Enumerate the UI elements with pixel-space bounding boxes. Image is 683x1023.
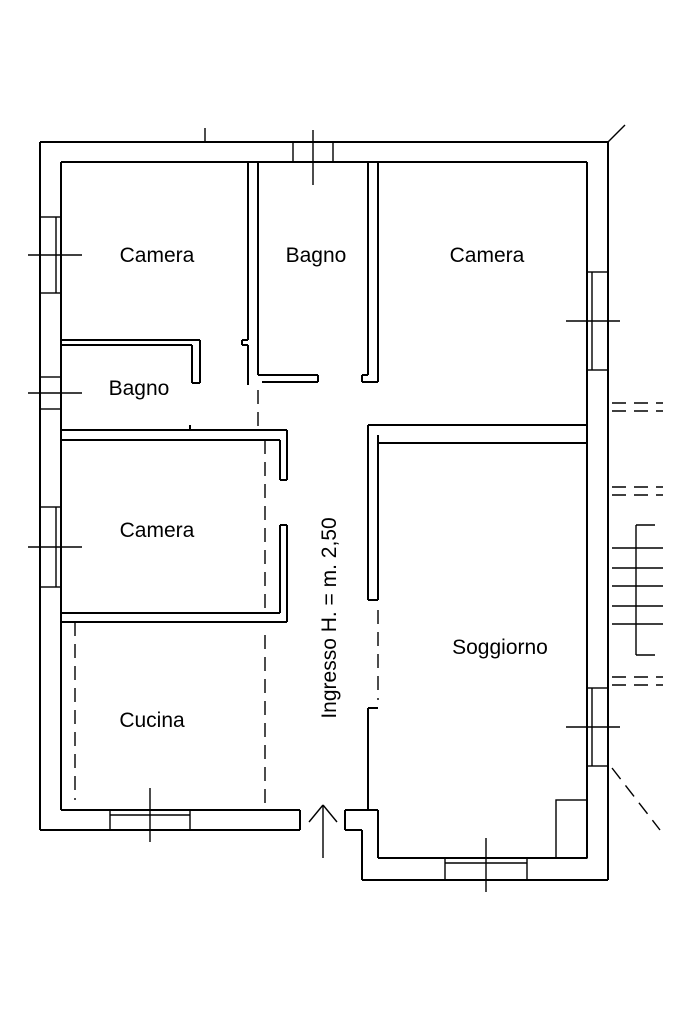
room-label-bagno-center: Bagno [286, 244, 347, 267]
entrance-arrow-icon [308, 804, 338, 858]
room-label-soggiorno: Soggiorno [452, 636, 548, 659]
outer-walls [39, 124, 626, 881]
windows [28, 130, 620, 892]
room-label-camera-top-left: Camera [120, 244, 195, 267]
room-label-camera-mid-left: Camera [120, 519, 195, 542]
exterior-features [612, 402, 663, 686]
room-label-camera-top-right: Camera [450, 244, 525, 267]
dashed-lines [74, 390, 661, 831]
room-label-bagno-left: Bagno [109, 377, 170, 400]
interior-walls [61, 162, 588, 859]
entrance-label: Ingresso H. = m. 2,50 [318, 517, 341, 718]
room-label-cucina: Cucina [119, 709, 185, 732]
